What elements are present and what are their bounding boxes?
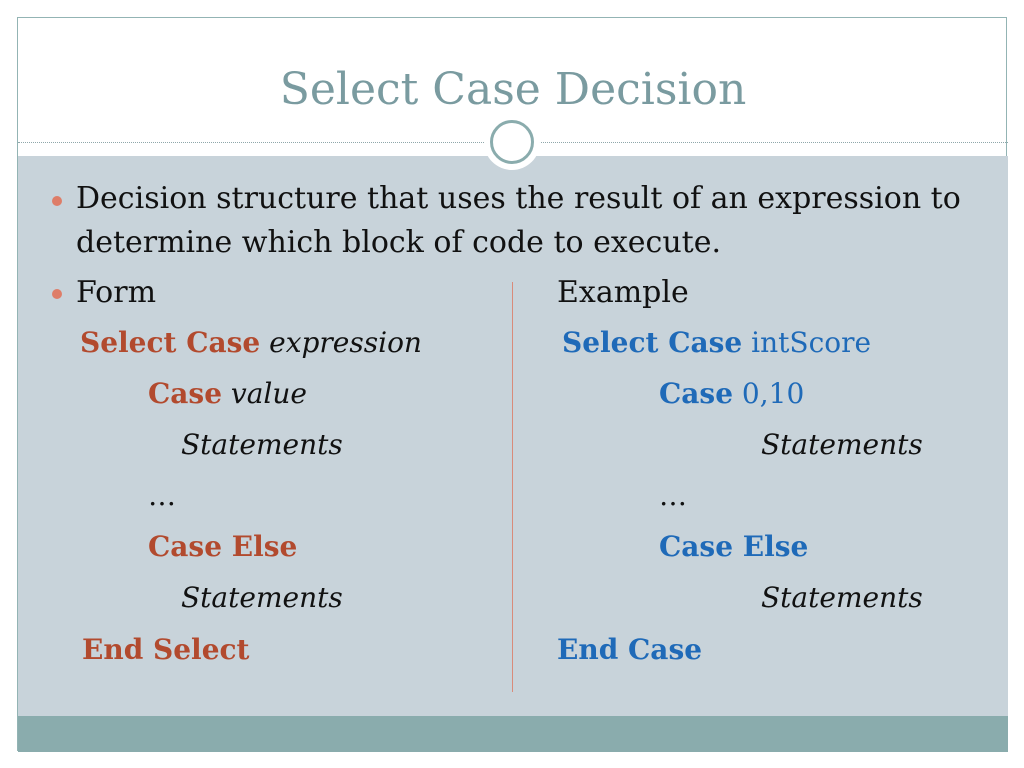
- form-case-arg: value: [230, 377, 307, 410]
- circle-icon: [490, 120, 534, 164]
- bullet-1-line-1: Decision structure that uses the result …: [76, 181, 961, 216]
- form-select-keyword: Select Case: [80, 326, 261, 359]
- form-case-line: Case value: [148, 380, 307, 408]
- bullet-1-dot: [52, 196, 62, 206]
- form-select-arg: expression: [269, 326, 422, 359]
- example-select-keyword: Select Case: [562, 326, 743, 359]
- slide-title: Select Case Decision: [279, 64, 747, 115]
- title-ring-ornament: [484, 114, 540, 170]
- bullet-1-line-2: determine which block of code to execute…: [76, 225, 721, 260]
- example-ellipsis: …: [659, 479, 687, 512]
- form-statements-2: Statements: [181, 581, 343, 614]
- bullet-2-dot: [52, 289, 62, 299]
- example-select-arg: intScore: [751, 326, 872, 359]
- example-label: Example: [557, 275, 689, 310]
- slide: Select Case Decision Decision structure …: [17, 17, 1008, 752]
- form-select-line: Select Case expression: [80, 329, 422, 357]
- form-case-keyword: Case: [148, 377, 223, 410]
- form-end-select: End Select: [82, 633, 250, 666]
- slide-footer-bar: [18, 716, 1008, 752]
- form-label: Form: [76, 275, 157, 310]
- slide-body: Decision structure that uses the result …: [18, 156, 1008, 716]
- form-statements-1: Statements: [181, 428, 343, 461]
- example-case-arg: 0,10: [741, 377, 805, 410]
- column-divider: [512, 282, 513, 692]
- example-case-else: Case Else: [659, 530, 809, 563]
- example-statements-2: Statements: [761, 581, 923, 614]
- example-case-keyword: Case: [659, 377, 734, 410]
- example-select-line: Select Case intScore: [562, 329, 871, 357]
- example-statements-1: Statements: [761, 428, 923, 461]
- form-ellipsis: …: [148, 479, 176, 512]
- example-end-case: End Case: [557, 633, 703, 666]
- example-case-line: Case 0,10: [659, 380, 804, 408]
- form-case-else: Case Else: [148, 530, 298, 563]
